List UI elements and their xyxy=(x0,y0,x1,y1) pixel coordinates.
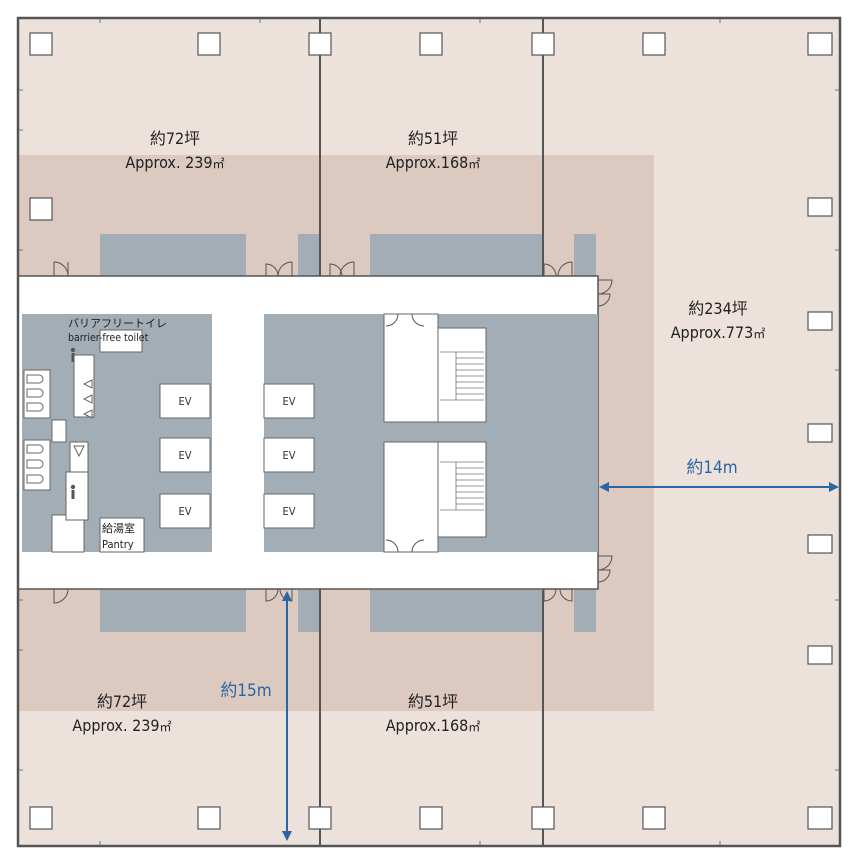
elevator-label: EV xyxy=(282,505,295,518)
dimension-horizontal xyxy=(599,482,839,492)
partition-walls xyxy=(319,18,544,846)
elevator-label: EV xyxy=(178,449,191,462)
core-room-labels: バリアフリートイレ barrier-free toilet 給湯室 Pantry xyxy=(68,317,167,551)
lower-core-blocks xyxy=(100,590,596,632)
area-nw-tsubo: 約72坪 xyxy=(150,129,200,148)
area-east-sqm: Approx.773㎡ xyxy=(671,323,766,342)
area-sw-sqm: Approx. 239㎡ xyxy=(72,716,171,735)
stair-treads xyxy=(440,351,484,511)
stairwells xyxy=(383,313,487,553)
elevator-label: EV xyxy=(282,395,295,408)
elevator-label: EV xyxy=(178,505,191,518)
pantry-label-jp: 給湯室 xyxy=(102,521,135,535)
toilet-label-en: barrier-free toilet xyxy=(68,332,149,344)
exterior-wall xyxy=(16,16,842,848)
door-swings xyxy=(53,261,613,604)
dimension-horizontal-label: 約14m xyxy=(686,458,737,478)
area-n-center-sqm: Approx.168㎡ xyxy=(386,153,481,172)
toilet-label-jp: バリアフリートイレ xyxy=(68,317,167,330)
upper-core-blocks xyxy=(100,234,596,276)
area-labels: 約72坪 Approx. 239㎡ 約51坪 Approx.168㎡ 約234坪… xyxy=(72,129,765,735)
area-nw-sqm: Approx. 239㎡ xyxy=(125,153,224,172)
toilet-person-icons xyxy=(70,347,76,499)
area-n-center-tsubo: 約51坪 xyxy=(408,129,458,148)
area-east-tsubo: 約234坪 xyxy=(688,299,747,318)
dimension-vertical-label: 約15m xyxy=(220,681,271,701)
area-s-center-sqm: Approx.168㎡ xyxy=(386,716,481,735)
elevator-labels: EV EV EV EV EV EV xyxy=(178,395,295,518)
elevator-label: EV xyxy=(178,395,191,408)
columns xyxy=(29,32,833,830)
area-s-center-tsubo: 約51坪 xyxy=(408,692,458,711)
dimension-vertical xyxy=(282,591,292,841)
area-sw-tsubo: 約72坪 xyxy=(97,692,147,711)
pantry-label-en: Pantry xyxy=(102,538,134,551)
toilet-rooms xyxy=(23,329,143,553)
elevator-label: EV xyxy=(282,449,295,462)
elevators xyxy=(159,383,315,529)
toilet-fixtures xyxy=(26,374,93,484)
pantry-room xyxy=(99,517,145,553)
